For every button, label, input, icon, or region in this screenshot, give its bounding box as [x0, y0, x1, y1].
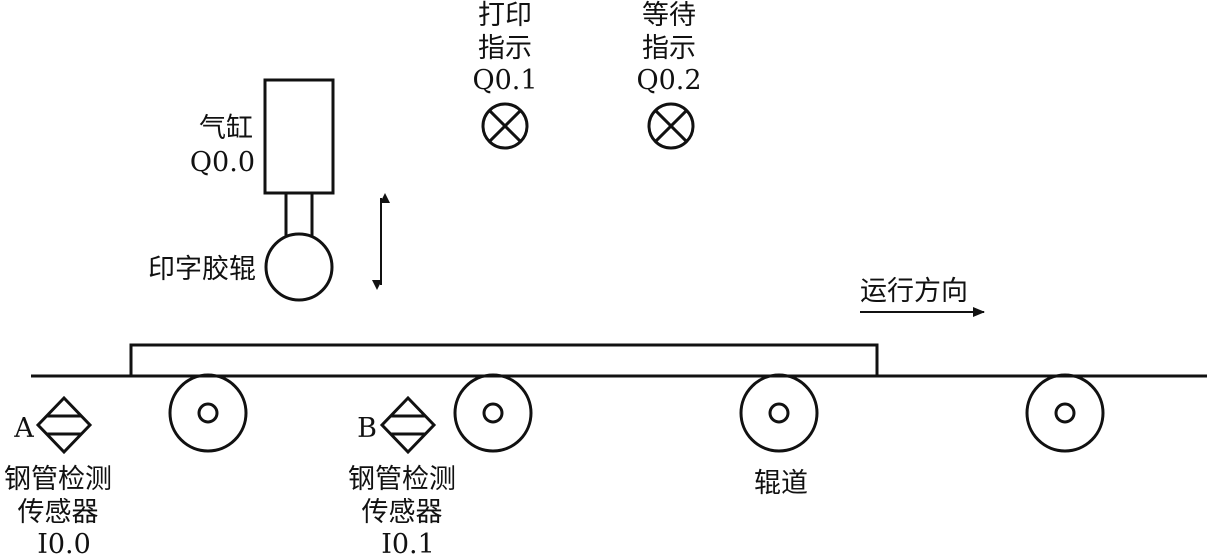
sensor-a-letter: A: [13, 413, 34, 444]
wait-indicator: 等待 指示 Q0.2: [636, 0, 702, 150]
steel-pipe: [129, 343, 879, 378]
indicator-lamp-icon: [481, 102, 529, 150]
cylinder-assembly: 气缸 Q0.0 印字胶辊: [148, 78, 390, 302]
roller-4: [1025, 373, 1105, 453]
print-roller-label: 印字胶辊: [148, 254, 256, 285]
roller-2: [453, 373, 533, 453]
cylinder-label: 气缸: [199, 113, 253, 144]
roller-track-label: 辊道: [754, 468, 808, 499]
sensor-a-label-line1: 钢管检测: [4, 464, 112, 495]
sensor-a: A 钢管检测 传感器 I0.0: [4, 395, 112, 555]
sensor-a-address: I0.0: [37, 529, 91, 555]
cylinder-address: Q0.0: [190, 147, 255, 178]
roller-1: [168, 373, 248, 453]
indicator-lamp-icon: [647, 102, 695, 150]
print-indicator-address: Q0.1: [472, 65, 537, 96]
wait-indicator-address: Q0.2: [636, 65, 701, 96]
sensor-b-label-line1: 钢管检测: [348, 464, 456, 495]
cylinder-body: [263, 78, 335, 195]
direction-label: 运行方向: [860, 276, 968, 307]
direction-indicator: 运行方向: [860, 276, 985, 317]
sensor-b-address: I0.1: [381, 529, 435, 555]
sensor-b: B 钢管检测 传感器 I0.1: [348, 395, 456, 555]
print-indicator: 打印 指示 Q0.1: [472, 0, 538, 150]
sensor-a-label-line2: 传感器: [18, 497, 99, 528]
roller-3: [739, 373, 819, 453]
wait-indicator-label-line2: 指示: [642, 33, 696, 64]
sensor-b-letter: B: [357, 413, 377, 444]
sensor-b-label-line2: 传感器: [362, 497, 443, 528]
wait-indicator-label-line1: 等待: [642, 0, 696, 31]
print-roller: [264, 232, 334, 302]
sensor-icon: [35, 395, 93, 455]
sensor-icon: [379, 395, 437, 455]
print-indicator-label-line1: 打印: [478, 0, 532, 31]
print-indicator-label-line2: 指示: [478, 33, 532, 64]
